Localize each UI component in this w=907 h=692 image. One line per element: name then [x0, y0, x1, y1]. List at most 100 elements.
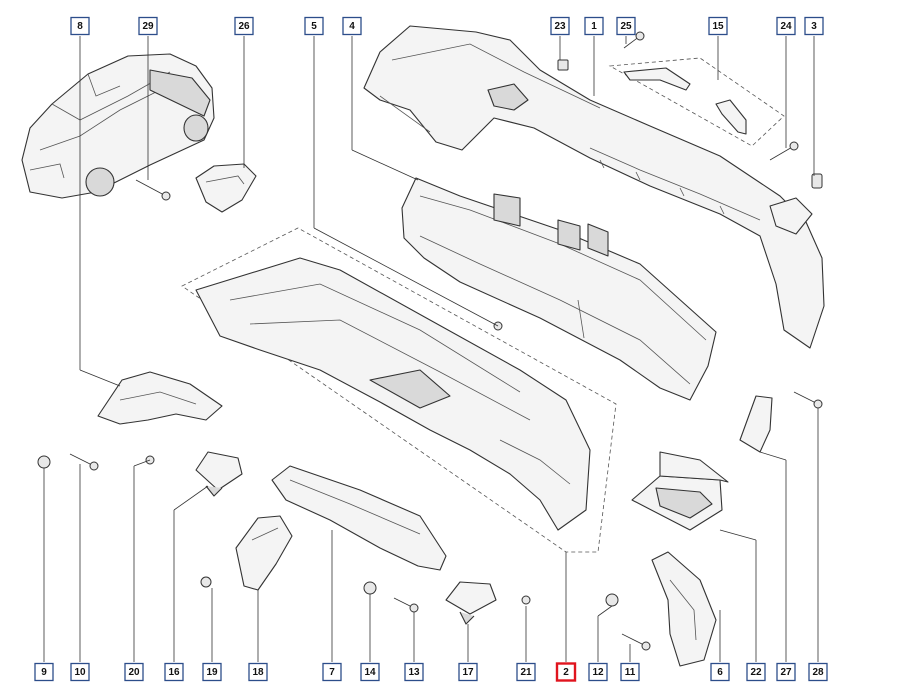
callout-number: 21	[520, 667, 532, 678]
part-16-bracket	[195, 451, 243, 497]
callout-box	[516, 662, 536, 682]
part-21-nut	[521, 595, 531, 605]
callout-box	[804, 16, 824, 36]
callout-box	[550, 16, 570, 36]
callout-25: 25	[616, 16, 636, 36]
callout-26: 26	[234, 16, 254, 36]
part-6-side-bracket	[651, 551, 717, 667]
callout-box	[202, 662, 222, 682]
callout-number: 18	[252, 667, 264, 678]
callout-number: 28	[812, 667, 824, 678]
callout-28: 28	[808, 662, 828, 682]
callout-box	[808, 662, 828, 682]
callout-box	[164, 662, 184, 682]
part-28-screw	[793, 391, 823, 409]
callout-21: 21	[516, 662, 536, 682]
callout-9: 9	[34, 662, 54, 682]
callout-7: 7	[322, 662, 342, 682]
callout-number: 17	[462, 667, 474, 678]
callout-14: 14	[360, 662, 380, 682]
part-25-screw	[623, 31, 645, 49]
callout-number: 1	[591, 21, 597, 32]
callout-number: 16	[168, 667, 180, 678]
callout-3: 3	[804, 16, 824, 36]
part-9-nut	[37, 455, 51, 469]
callout-number: 6	[717, 667, 723, 678]
callout-number: 29	[142, 21, 154, 32]
callout-labels: 8 29 26 5 4 23 1 25 15 24 3 9 10 20 16 19 18 7 14 13 17 21 2 12…	[34, 16, 828, 682]
part-17-bracket	[445, 581, 497, 625]
callout-2: 2	[555, 662, 577, 682]
callout-box	[584, 16, 604, 36]
callout-box	[360, 662, 380, 682]
callout-box	[34, 662, 54, 682]
callout-box	[555, 662, 577, 682]
part-13-screw	[393, 597, 419, 613]
callout-16: 16	[164, 662, 184, 682]
part-8-side-bracket	[97, 371, 223, 425]
callout-box	[776, 662, 796, 682]
callout-number: 25	[620, 21, 632, 32]
callout-number: 2	[563, 667, 569, 678]
callout-box	[248, 662, 268, 682]
car-illustration	[21, 53, 215, 199]
callout-24: 24	[776, 16, 796, 36]
callout-box	[404, 662, 424, 682]
part-19-nut	[200, 576, 212, 588]
callout-box	[70, 662, 90, 682]
callout-number: 4	[349, 21, 355, 32]
part-24-screw	[769, 141, 799, 161]
callout-27: 27	[776, 662, 796, 682]
callout-box	[70, 16, 90, 36]
callout-number: 5	[311, 21, 317, 32]
part-29-screw	[135, 179, 171, 201]
callout-box	[124, 662, 144, 682]
callout-number: 14	[364, 667, 376, 678]
part-14-nut	[363, 581, 377, 595]
callout-number: 13	[408, 667, 420, 678]
part-15-reflector-set	[608, 57, 785, 147]
callout-number: 9	[41, 667, 47, 678]
part-7-lower-beam	[271, 465, 447, 571]
callout-number: 10	[74, 667, 86, 678]
callout-number: 23	[554, 21, 566, 32]
part-27-end-cap	[739, 395, 773, 453]
part-4-bumper-beam	[401, 177, 717, 401]
callout-23: 23	[550, 16, 570, 36]
callout-box	[776, 16, 796, 36]
callout-18: 18	[248, 662, 268, 682]
callout-box	[304, 16, 324, 36]
callout-22: 22	[746, 662, 766, 682]
callout-13: 13	[404, 662, 424, 682]
callout-number: 11	[625, 667, 636, 678]
part-3-clip	[811, 173, 823, 189]
part-10-screw	[69, 453, 99, 471]
callout-box	[710, 662, 730, 682]
callout-12: 12	[588, 662, 608, 682]
callout-6: 6	[710, 662, 730, 682]
callout-box	[138, 16, 158, 36]
callout-number: 8	[77, 21, 83, 32]
callout-1: 1	[584, 16, 604, 36]
callout-11: 11	[620, 662, 640, 682]
callout-number: 15	[712, 21, 724, 32]
part-12-nut	[605, 593, 619, 607]
callout-number: 7	[329, 667, 335, 678]
callout-5: 5	[304, 16, 324, 36]
callout-box	[746, 662, 766, 682]
callout-19: 19	[202, 662, 222, 682]
callout-number: 3	[811, 21, 817, 32]
leader-lines	[43, 36, 819, 662]
callout-number: 19	[206, 667, 218, 678]
callout-number: 12	[592, 667, 604, 678]
callout-4: 4	[342, 16, 362, 36]
callout-number: 22	[750, 667, 762, 678]
callout-number: 24	[780, 21, 792, 32]
callout-number: 27	[780, 667, 792, 678]
part-18-bracket	[235, 515, 293, 591]
callout-17: 17	[458, 662, 478, 682]
callout-box	[458, 662, 478, 682]
part-11-screw	[621, 633, 651, 651]
callout-number: 20	[128, 667, 140, 678]
